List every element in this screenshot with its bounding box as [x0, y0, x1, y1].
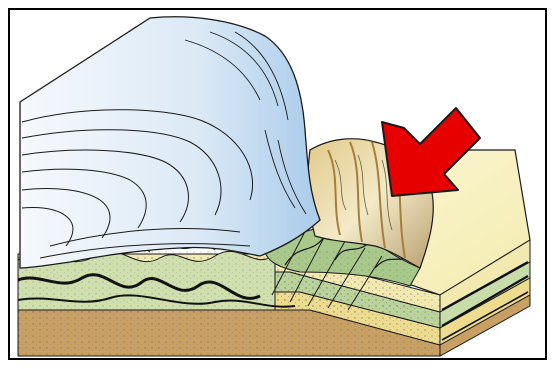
figure-frame: [8, 8, 547, 360]
glacier-block-diagram: [10, 10, 545, 358]
glacier-ice: [20, 17, 320, 268]
